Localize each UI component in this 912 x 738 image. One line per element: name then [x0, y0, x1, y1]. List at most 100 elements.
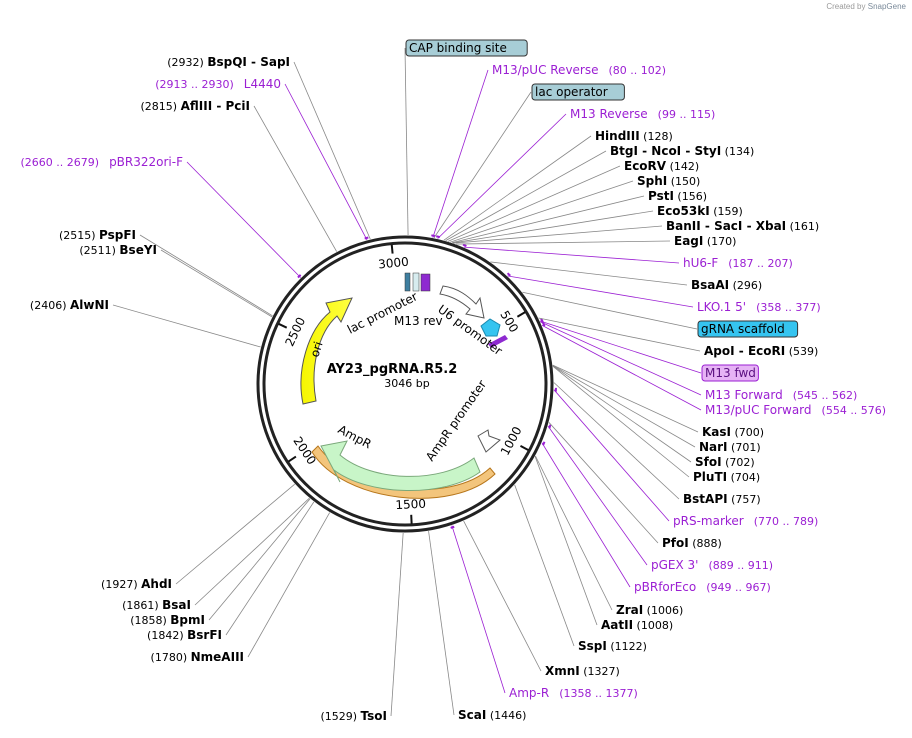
- leader-line: [552, 364, 699, 433]
- restriction-site-label: ApoI - EcoRI (539): [704, 344, 818, 358]
- leader-line: [541, 442, 631, 588]
- leader-line: [463, 246, 680, 264]
- site-name: BanII: [666, 219, 701, 233]
- leader-line: [443, 135, 592, 241]
- leader-line: [552, 365, 696, 448]
- site-position: (134): [721, 145, 754, 158]
- site-position: (539): [785, 345, 818, 358]
- primer-position: (545 .. 562): [793, 389, 858, 402]
- site-name: AlwNI: [70, 298, 109, 312]
- feature-tag-label: Amp-R(1358 .. 1377): [509, 686, 638, 700]
- plasmid-length: 3046 bp: [384, 377, 429, 390]
- site-position: (1780): [151, 651, 191, 664]
- primer-name: M13 Reverse: [570, 107, 648, 121]
- primer-tick: [542, 441, 546, 446]
- credit-brand: SnapGene: [867, 2, 906, 11]
- leader-line: [552, 366, 690, 478]
- site-name: BspQI: [207, 55, 247, 69]
- u6-promoter-arrow: [439, 285, 485, 319]
- leader-line: [553, 389, 670, 522]
- leader-line: [428, 531, 455, 716]
- feature-tag-label: pRS-marker(770 .. 789): [673, 514, 818, 528]
- site-name: XmnI: [545, 664, 580, 678]
- feature-tag-label: pBRforEco(949 .. 967): [634, 580, 771, 594]
- primer-position: (80 .. 102): [609, 64, 667, 77]
- site-position: (150): [667, 175, 700, 188]
- restriction-site-label: (2511) BseYI: [79, 243, 157, 257]
- credit-prefix: Created by: [826, 2, 866, 11]
- feature-tag-name: gRNA scaffold: [701, 322, 785, 336]
- site-position: (159): [710, 205, 743, 218]
- grna-scaffold-marker: [480, 318, 501, 337]
- site-position: (1327): [580, 665, 620, 678]
- tick-mark: [516, 311, 526, 318]
- restriction-site-label: (2406) AlwNI: [30, 298, 109, 312]
- leader-line: [552, 365, 692, 463]
- restriction-site-label: (2515) PspFI: [59, 228, 136, 242]
- leader-line: [293, 61, 371, 240]
- primer-name: pRS-marker: [673, 514, 744, 528]
- primer-position: (187 .. 207): [728, 257, 793, 270]
- primer-name: M13 Forward: [705, 388, 783, 402]
- leader-line: [490, 261, 688, 286]
- tick-mark: [287, 455, 297, 463]
- restriction-site-label: BtgI - NcoI - StyI (134): [610, 144, 754, 158]
- site-name: SspI: [578, 639, 607, 653]
- restriction-site-label: EagI (170): [674, 234, 736, 248]
- feature-tag-label: (2660 .. 2679) pBR322ori-F: [21, 155, 184, 169]
- restriction-site-label: (1780) NmeAIII: [151, 650, 244, 664]
- site-position: (142): [666, 160, 699, 173]
- leader-line: [139, 234, 273, 317]
- site-position: (128): [640, 130, 673, 143]
- restriction-site-label: XmnI (1327): [545, 664, 620, 678]
- feature-tag-name: CAP binding site: [409, 41, 507, 55]
- restriction-site-label: (2815) AflIII - PciI: [141, 99, 251, 113]
- leader-line: [450, 180, 634, 243]
- feature-label-ampr-promoter: AmpR promoter: [423, 378, 489, 464]
- leader-line: [175, 483, 295, 585]
- restriction-site-label: BanII - SacI - XbaI (161): [666, 219, 819, 233]
- leader-line: [225, 501, 315, 636]
- site-position: (1842): [147, 629, 187, 642]
- restriction-site-label: BstAPI (757): [683, 492, 761, 506]
- lac-operator-box: [412, 272, 420, 292]
- primer-name: Amp-R: [509, 686, 549, 700]
- site-name: PciI: [226, 99, 251, 113]
- restriction-site-label: (1529) TsoI: [320, 709, 387, 723]
- leader-line: [390, 532, 404, 717]
- site-position: (2406): [30, 299, 70, 312]
- feature-tag-box: [531, 83, 625, 101]
- site-position: (2511): [79, 244, 119, 257]
- restriction-site-label: EcoRV (142): [624, 159, 699, 173]
- feature-tag-label: M13/pUC Forward(554 .. 576): [705, 403, 886, 417]
- site-name: SapI: [260, 55, 290, 69]
- restriction-site-label: KasI (700): [702, 425, 764, 439]
- primer-tick: [364, 236, 369, 240]
- primer-name: LKO.1 5': [697, 300, 746, 314]
- leader-line: [404, 47, 409, 236]
- primer-name: pBR322ori-F: [109, 155, 183, 169]
- primer-tick: [297, 274, 302, 279]
- feature-label-lac-promoter: lac promoter: [345, 289, 420, 336]
- site-name: PluTI: [693, 470, 727, 484]
- restriction-site-label: (1861) BsaI: [122, 598, 191, 612]
- primer-position: (2660 .. 2679): [21, 156, 100, 169]
- ampr-arrow: [320, 440, 481, 491]
- leader-line: [456, 240, 671, 245]
- site-position: (704): [727, 471, 760, 484]
- leader-line: [186, 161, 301, 278]
- leader-line: [284, 83, 368, 241]
- site-position: (1006): [643, 604, 683, 617]
- site-name: SphI: [637, 174, 667, 188]
- site-name: BsaI: [162, 598, 191, 612]
- m13-rev-box: [420, 273, 431, 292]
- leader-line: [208, 498, 311, 621]
- restriction-site-label: SfoI (702): [695, 455, 755, 469]
- primer-tick: [436, 235, 441, 239]
- site-name: ScaI: [458, 708, 486, 722]
- tick-label: 1000: [498, 424, 525, 458]
- leader-line: [452, 195, 645, 244]
- leader-line: [553, 382, 680, 500]
- site-name: EcoRI: [748, 344, 785, 358]
- primer-tick: [450, 525, 455, 529]
